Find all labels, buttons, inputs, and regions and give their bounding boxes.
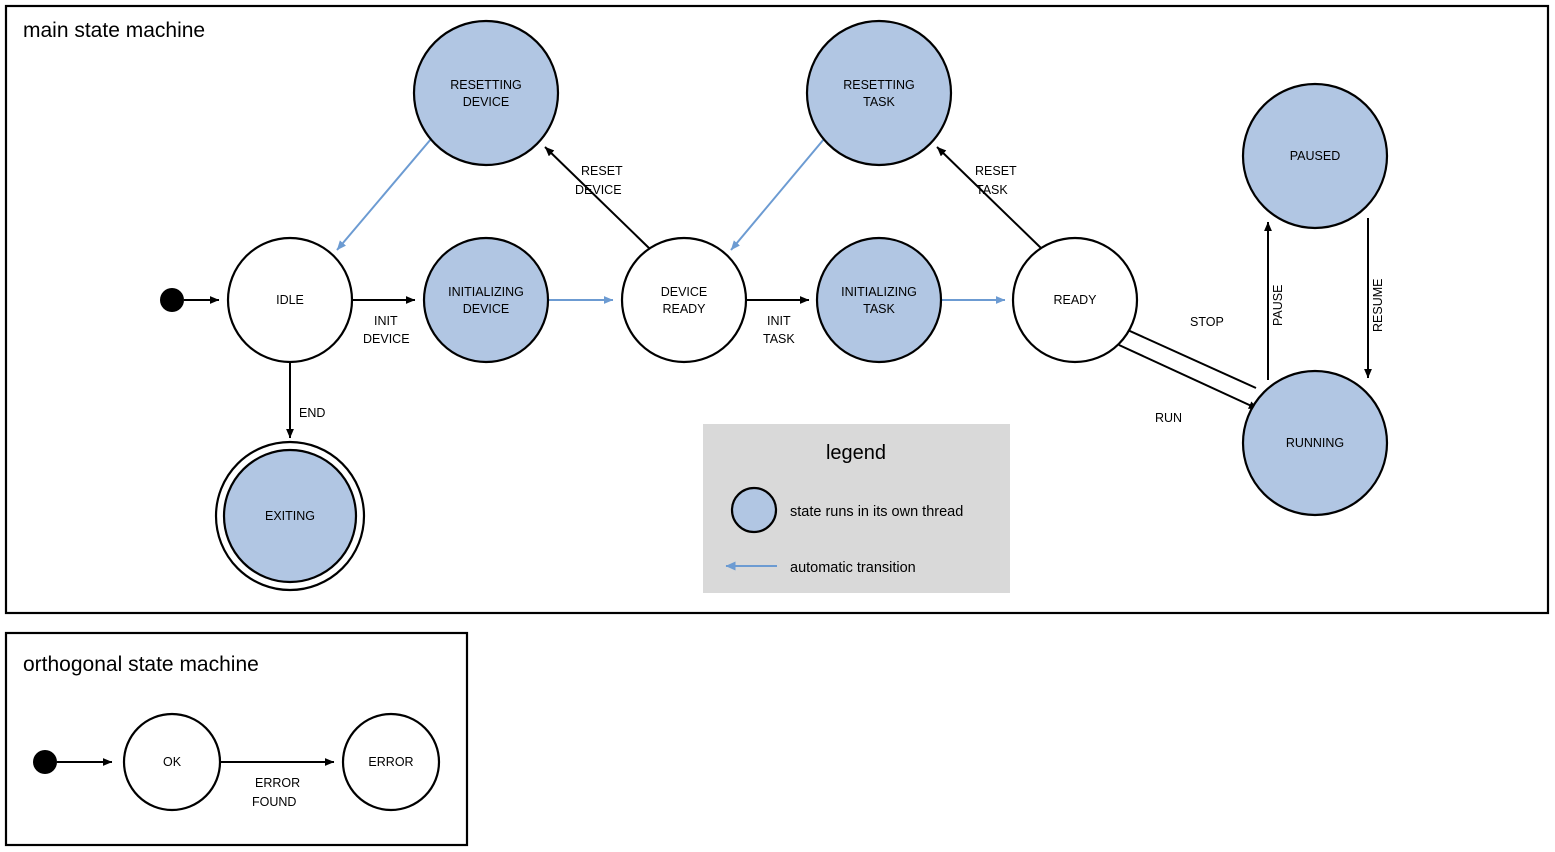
state-error-label: ERROR: [368, 755, 413, 769]
state-initializing-task[interactable]: [815, 236, 943, 364]
legend-item-1-text: state runs in its own thread: [790, 504, 963, 520]
state-resetting-device[interactable]: [412, 19, 560, 167]
state-ok-label: OK: [163, 755, 182, 769]
state-initializing-device-label-line1: INITIALIZING: [448, 285, 524, 299]
main-frame: [4, 4, 1550, 615]
orthogonal-frame: [4, 631, 469, 847]
state-ready-label: READY: [1053, 293, 1097, 307]
edge-label-error-found-line2: FOUND: [252, 795, 296, 809]
state-initializing-device[interactable]: [422, 236, 550, 364]
edge-ready-to-running: [1118, 344, 1259, 410]
edge-label-init-task-line2: TASK: [763, 332, 795, 346]
initial-state-main: [160, 288, 184, 312]
edge-label-end: END: [299, 406, 325, 420]
state-resetting-device-label-line2: DEVICE: [463, 95, 510, 109]
state-ok[interactable]: [122, 712, 222, 812]
edge-label-init-device-line1: INIT: [374, 314, 398, 328]
initial-state-orthogonal: [33, 750, 57, 774]
orthogonal-frame-title: orthogonal state machine: [23, 653, 259, 676]
edge-label-reset-task-line1: RESET: [975, 164, 1017, 178]
edge-label-init-task-line1: INIT: [767, 314, 791, 328]
state-paused[interactable]: [1241, 82, 1389, 230]
state-resetting-task-label-line1: RESETTING: [843, 78, 915, 92]
edge-label-reset-device-line1: RESET: [581, 164, 623, 178]
state-idle[interactable]: [226, 236, 354, 364]
legend-thread-state-icon: [730, 486, 778, 534]
edge-label-error-found-line1: ERROR: [255, 776, 300, 790]
edge-label-init-device-line2: DEVICE: [363, 332, 410, 346]
edge-device-ready-to-resetting-device: [544, 146, 651, 250]
edge-resetting-task-to-device-ready: [730, 138, 825, 251]
state-device-ready[interactable]: [620, 236, 748, 364]
edge-label-run: RUN: [1155, 411, 1182, 425]
edge-label-resume: RESUME: [1371, 279, 1385, 332]
state-initializing-device-label-line2: DEVICE: [463, 302, 510, 316]
edge-resetting-device-to-idle: [336, 138, 432, 251]
state-error[interactable]: [341, 712, 441, 812]
state-initializing-task-label-line2: TASK: [863, 302, 895, 316]
state-exiting-label: EXITING: [265, 509, 315, 523]
state-idle-label: IDLE: [276, 293, 304, 307]
state-ready[interactable]: [1011, 236, 1139, 364]
edge-label-pause: PAUSE: [1271, 285, 1285, 326]
state-running-label: RUNNING: [1286, 436, 1344, 450]
edge-ready-to-resetting-task: [936, 146, 1043, 250]
edge-label-stop: STOP: [1190, 315, 1224, 329]
edge-running-to-ready: [1120, 326, 1257, 389]
state-resetting-task[interactable]: [805, 19, 953, 167]
state-resetting-device-label-line1: RESETTING: [450, 78, 522, 92]
state-initializing-task-label-line1: INITIALIZING: [841, 285, 917, 299]
state-paused-label: PAUSED: [1290, 149, 1340, 163]
state-exiting[interactable]: [222, 448, 358, 584]
legend-title: legend: [826, 442, 886, 464]
state-resetting-task-label-line2: TASK: [863, 95, 895, 109]
state-device-ready-label-line1: DEVICE: [661, 285, 708, 299]
edge-label-reset-device-line2: DEVICE: [575, 183, 622, 197]
edge-label-reset-task-line2: TASK: [976, 183, 1008, 197]
state-running[interactable]: [1241, 369, 1389, 517]
main-frame-title: main state machine: [23, 19, 205, 42]
legend-item-2-text: automatic transition: [790, 560, 916, 576]
state-device-ready-label-line2: READY: [662, 302, 706, 316]
